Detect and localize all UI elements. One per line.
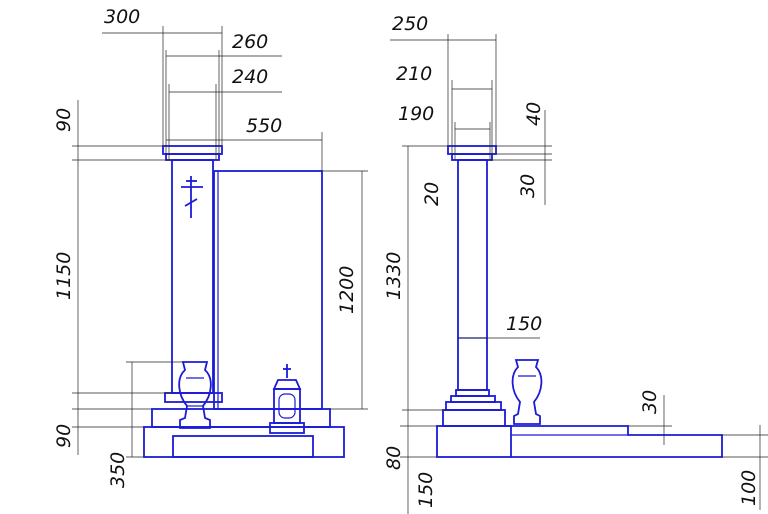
side-view: 250 210 190 40 20 30 1330 150 30 80 150 …	[383, 13, 768, 514]
front-view: 300 260 240 550 90 1150 1200 90 350	[53, 6, 368, 488]
side-vase-icon	[511, 359, 543, 425]
lantern-icon	[269, 364, 305, 434]
dim-stele-height: 1200	[336, 266, 358, 314]
front-step-lower	[143, 426, 345, 458]
dim-side-plinth-height: 80	[383, 446, 405, 470]
dim-side-base-height: 150	[415, 472, 437, 508]
dim-side-shaft-depth: 150	[506, 313, 542, 335]
column-base	[164, 392, 223, 403]
dim-base-step-height: 90	[53, 424, 75, 448]
side-column-base-3	[445, 401, 502, 411]
dim-side-cap-top-height: 40	[523, 102, 545, 126]
dim-cap-height: 90	[53, 108, 75, 132]
side-slab	[505, 425, 723, 458]
front-view-dimensions	[72, 26, 368, 458]
cross-icon	[181, 176, 203, 218]
column-shaft	[171, 159, 214, 394]
dim-column-height: 1150	[53, 252, 75, 300]
dim-side-slab-step: 30	[639, 390, 661, 414]
vase-icon	[178, 361, 212, 429]
front-plinth	[172, 435, 314, 458]
column-capital	[162, 145, 223, 155]
side-view-outline	[436, 145, 723, 458]
dim-side-cap-mid-height: 20	[421, 182, 443, 206]
side-view-dimensions	[390, 34, 768, 514]
dim-side-column-height: 1330	[383, 252, 405, 300]
dim-stele-width: 550	[246, 115, 282, 137]
dim-side-cap-bottom-height: 30	[517, 174, 539, 198]
dim-total-base-height: 350	[107, 452, 129, 488]
side-base	[436, 425, 512, 458]
dim-side-cap-width: 210	[396, 63, 432, 85]
dim-column-cap-width: 260	[232, 31, 268, 53]
dim-column-shaft-width: 240	[232, 66, 268, 88]
front-view-outline	[143, 145, 345, 458]
side-column-shaft	[457, 159, 488, 391]
dim-side-slab-height: 100	[738, 470, 760, 506]
stele	[213, 170, 323, 410]
dim-side-shaft-width: 190	[398, 103, 434, 125]
dim-side-top-width: 250	[392, 13, 428, 35]
dim-column-top-width: 300	[104, 6, 140, 28]
side-plinth	[442, 409, 506, 427]
